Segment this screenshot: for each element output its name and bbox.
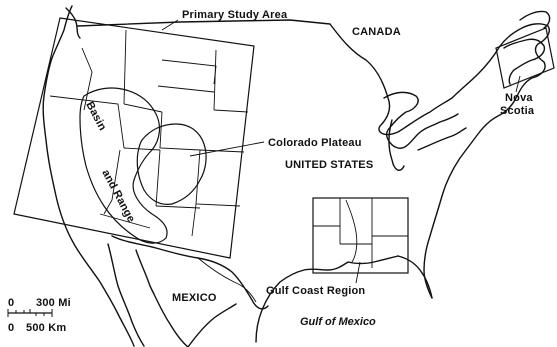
scotia-label: Scotia xyxy=(500,105,535,117)
gulf-of-mexico-label: Gulf of Mexico xyxy=(300,316,376,328)
pacific-coastline xyxy=(42,5,135,347)
lake-erie xyxy=(417,127,467,151)
scale-zero-mi: 0 xyxy=(8,297,14,309)
gulf-coast-leader xyxy=(355,261,361,284)
scale-zero-km: 0 xyxy=(8,322,14,334)
western-state-boundaries xyxy=(49,29,249,237)
rio-grande xyxy=(197,257,257,303)
colorado-plateau-outline xyxy=(136,123,207,205)
gulf-coast-state-boundaries xyxy=(313,198,408,268)
us-canada-border xyxy=(77,19,453,136)
nova-scotia-box xyxy=(495,27,555,89)
lake-michigan xyxy=(388,119,405,171)
northeast-coastline xyxy=(423,23,550,299)
united-states-label: UNITED STATES xyxy=(285,159,373,171)
scale-bar xyxy=(7,309,53,317)
primary-study-area-box xyxy=(13,17,255,259)
primary-study-area-leader xyxy=(161,19,179,31)
gulf-coast-region-label: Gulf Coast Region xyxy=(266,285,365,297)
nova-scotia-leader xyxy=(515,75,521,93)
nova-label: Nova xyxy=(505,92,533,104)
colorado-plateau-label: Colorado Plateau xyxy=(268,137,362,149)
newfoundland-coast xyxy=(519,10,551,29)
florida-peninsula xyxy=(397,255,433,299)
us-mexico-border xyxy=(111,235,269,310)
basin-and-range-outline xyxy=(79,87,168,244)
colorado-plateau-leader xyxy=(189,141,265,157)
scale-mi-value: 300 Mi xyxy=(36,297,71,309)
river-detail xyxy=(345,199,358,263)
nova-scotia-coast xyxy=(503,38,546,85)
baja-california xyxy=(107,243,145,347)
mexico-label: MEXICO xyxy=(172,292,217,304)
primary-study-area-label: Primary Study Area xyxy=(182,9,288,21)
scale-km-value: 500 Km xyxy=(26,322,66,334)
gulf-coast-region-box xyxy=(312,197,409,274)
mexico-west-coast xyxy=(187,303,237,347)
canada-label: CANADA xyxy=(352,26,401,38)
gulf-of-california xyxy=(135,249,189,347)
puget-sound xyxy=(65,7,81,39)
